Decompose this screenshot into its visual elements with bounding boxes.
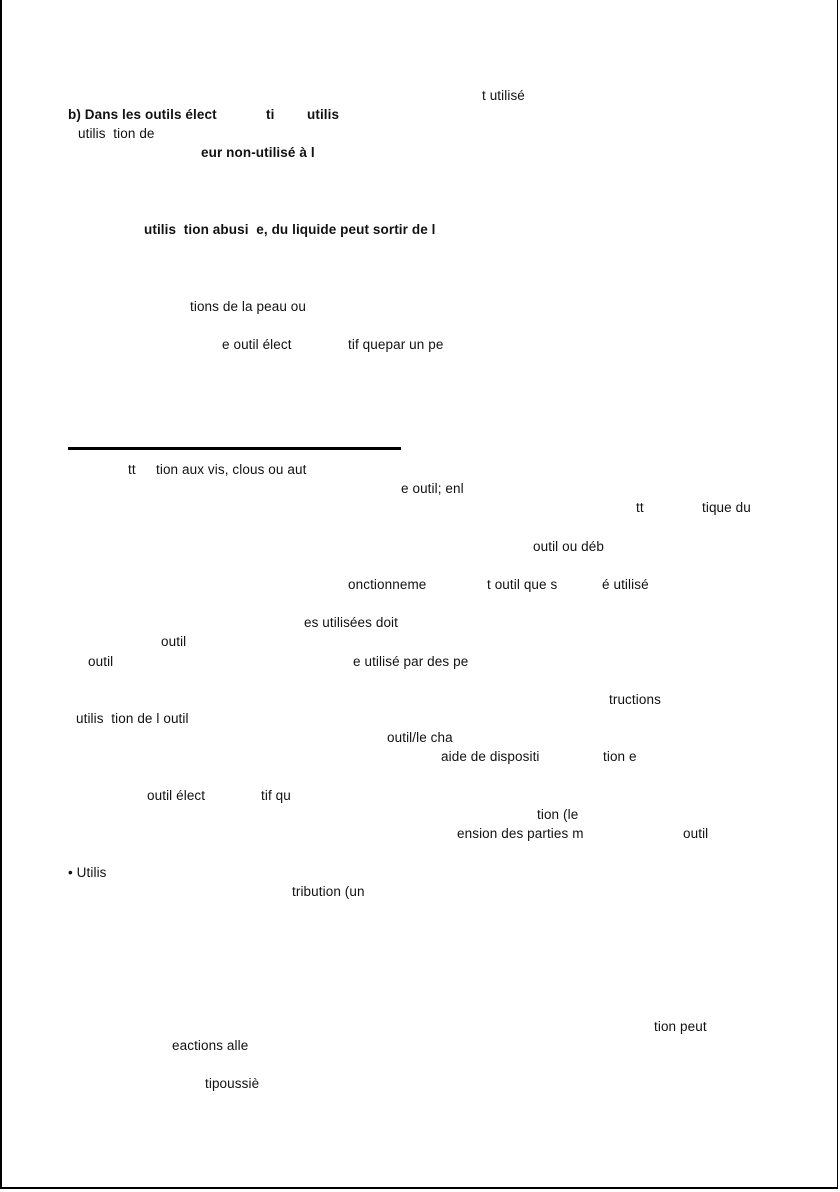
text-fragment: tion aux vis, clous ou aut xyxy=(156,462,307,477)
text-fragment: eur non-utilisé à l xyxy=(201,145,315,160)
text-fragment: outil xyxy=(683,826,709,841)
text-fragment: eactions alle xyxy=(172,1038,249,1053)
text-fragment: outil xyxy=(88,654,114,669)
text-fragment: tion (le xyxy=(537,807,579,822)
text-fragment: tructions xyxy=(609,692,661,707)
text-fragment: aide de dispositi xyxy=(441,749,540,764)
text-fragment: utilis tion de l outil xyxy=(76,711,189,726)
text-fragment: é utilisé xyxy=(602,577,649,592)
text-fragment: e outil élect xyxy=(222,337,292,352)
text-fragment: utilis tion de xyxy=(78,126,155,141)
text-fragment: es utilisées doit xyxy=(304,615,398,630)
text-fragment: tribution (un xyxy=(292,884,365,899)
section-heading-b: b) Dans les outils élect xyxy=(68,107,217,122)
text-fragment: onctionneme xyxy=(348,577,427,592)
bullet-item: • Utilis xyxy=(68,865,107,880)
text-fragment: tions de la peau ou xyxy=(190,299,306,314)
section-divider xyxy=(68,447,401,450)
text-fragment: tif quepar un pe xyxy=(348,337,444,352)
text-fragment: outil xyxy=(161,634,187,649)
text-fragment: t outil que s xyxy=(487,577,558,592)
text-fragment: utilis tion abusi e, du liquide peut sor… xyxy=(144,222,436,237)
text-fragment: outil élect xyxy=(147,788,206,803)
text-fragment: e utilisé par des pe xyxy=(353,654,469,669)
text-fragment: outil/le cha xyxy=(387,730,453,745)
text-fragment: tt xyxy=(636,500,644,515)
text-fragment: tion peut xyxy=(654,1019,707,1034)
text-fragment: e outil; enl xyxy=(401,481,464,496)
text-fragment: tique du xyxy=(702,500,751,515)
text-fragment: ension des parties m xyxy=(457,826,584,841)
text-fragment: tion e xyxy=(603,749,637,764)
text-fragment: ti xyxy=(266,107,275,122)
text-fragment: tipoussiè xyxy=(205,1076,260,1091)
text-fragment: t utilisé xyxy=(482,88,525,103)
text-fragment: outil ou déb xyxy=(533,539,605,554)
text-fragment: tif qu xyxy=(261,788,291,803)
text-fragment: utilis xyxy=(307,107,340,122)
text-fragment: tt xyxy=(128,462,136,477)
